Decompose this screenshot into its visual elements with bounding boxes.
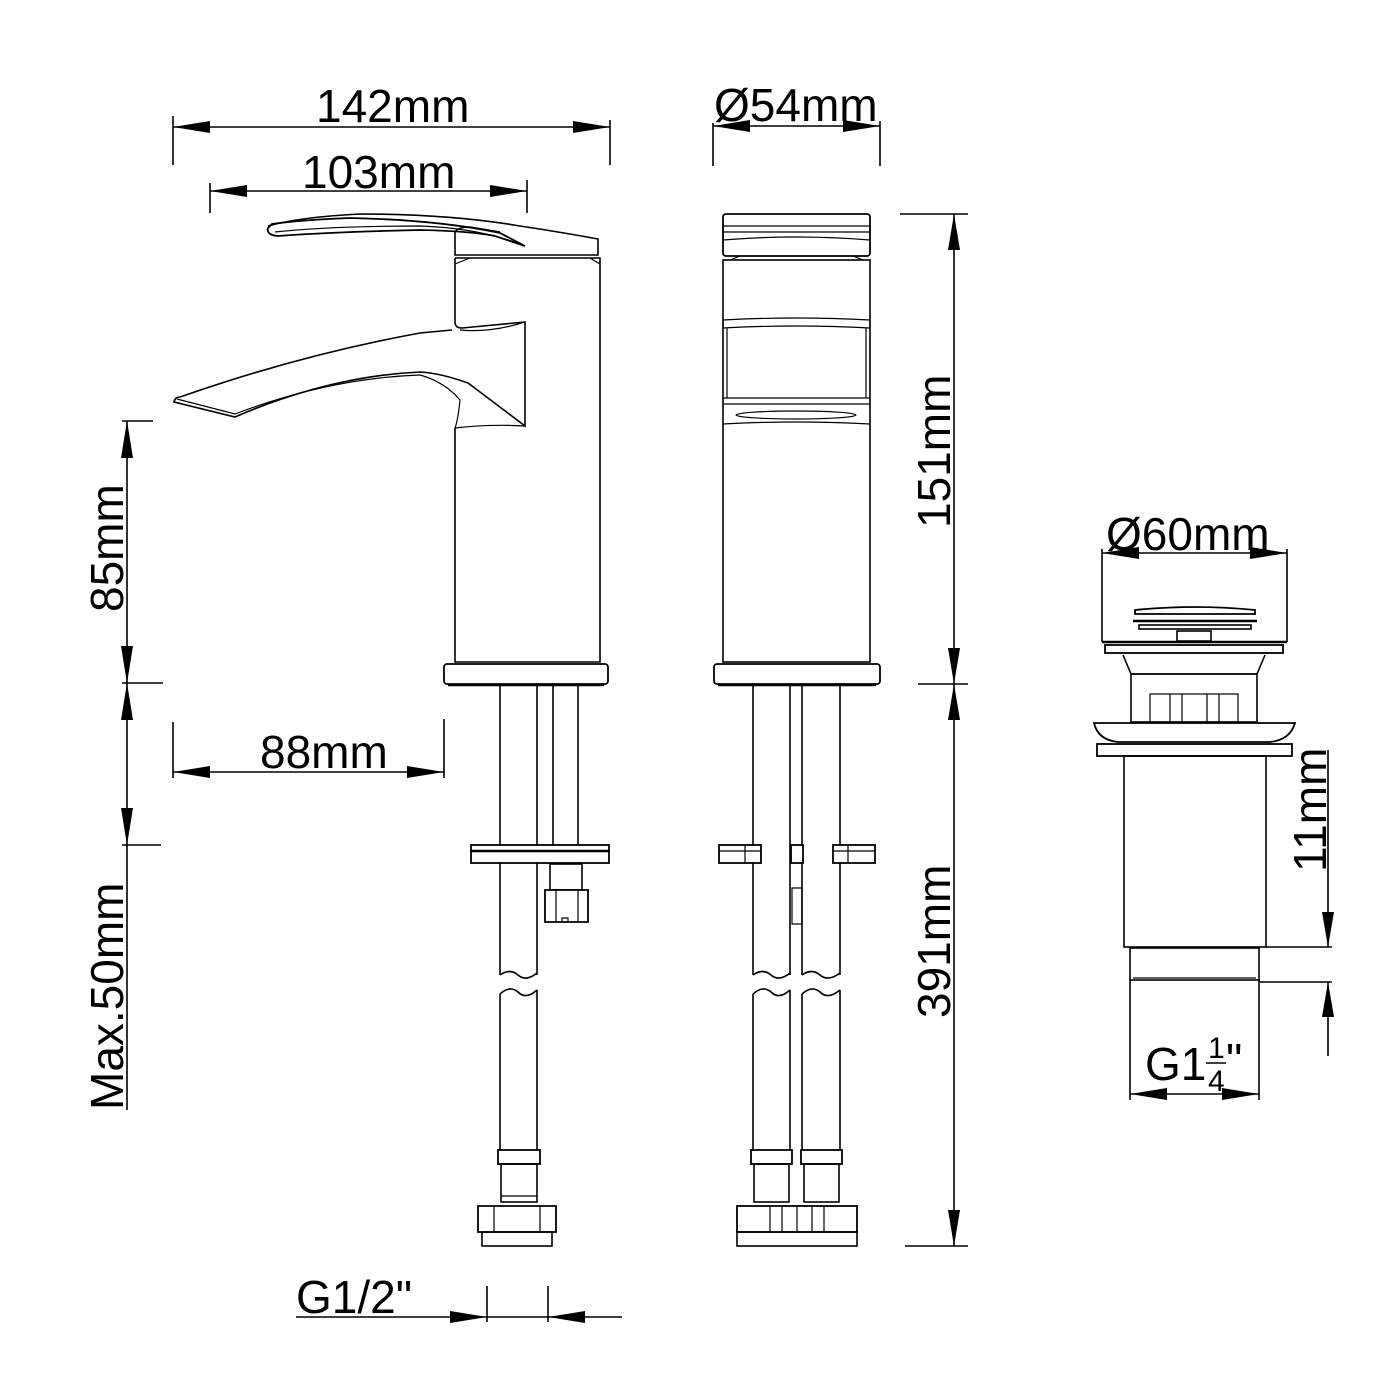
waste-washer [1092,722,1297,743]
faucet-body [454,257,601,663]
label-thread-size: G1 1 4 " [1145,1032,1242,1098]
body-front [722,259,871,663]
label-spout-height: 85mm [81,484,133,612]
waste-cap [1134,606,1256,615]
faucet-front-view [713,213,881,1247]
label-hose-length: 391mm [908,865,960,1018]
svg-text:": " [1226,1034,1242,1086]
label-handle-length: 103mm [302,146,455,198]
base-flange [443,663,609,685]
svg-text:4: 4 [1208,1065,1225,1098]
fixing-plate [470,844,610,864]
handle-front [722,213,871,257]
label-max-deck: Max.50mm [81,883,133,1110]
dimension-lines [121,116,1334,1323]
pop-up-waste-view [1092,606,1297,981]
svg-text:G1: G1 [1145,1038,1206,1090]
label-body-diameter: Ø54mm [714,79,878,131]
dimension-labels: 142mm 103mm Ø54mm 88mm G1/2" Ø60mm 85mm … [81,79,1336,1323]
svg-text:1: 1 [1208,1032,1225,1065]
waste-body [1123,755,1267,948]
fixing-nut [544,889,589,923]
label-hose-connection: G1/2" [296,1271,412,1323]
handle-lever [266,217,526,247]
faucet-side-view [173,213,610,1247]
label-overall-length: 142mm [316,80,469,132]
label-body-height: 151mm [908,375,960,528]
label-cap-diameter: Ø60mm [1106,508,1270,560]
hose-nut [477,1205,557,1233]
waste-thread [1129,947,1260,981]
label-spout-reach: 88mm [260,726,388,778]
spout [173,321,526,428]
handle-top-edge [267,213,599,256]
label-thread-length: 11mm [1284,748,1336,872]
